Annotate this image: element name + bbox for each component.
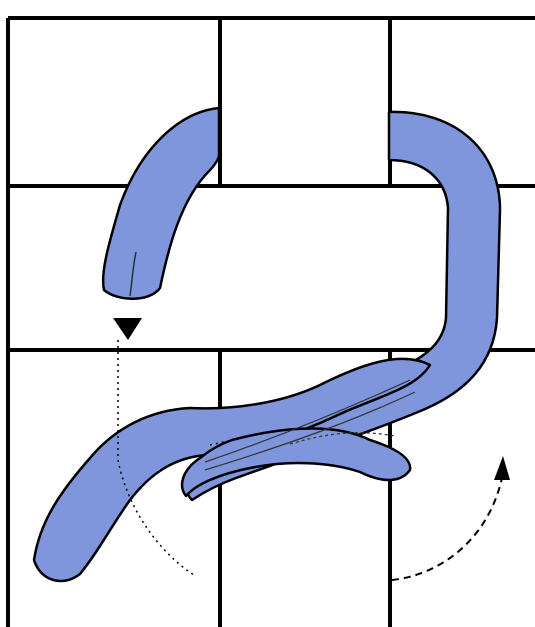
- arrow-right-curved: [392, 456, 510, 580]
- left-strand-end: [103, 108, 219, 299]
- arrow-left-down: [113, 318, 142, 340]
